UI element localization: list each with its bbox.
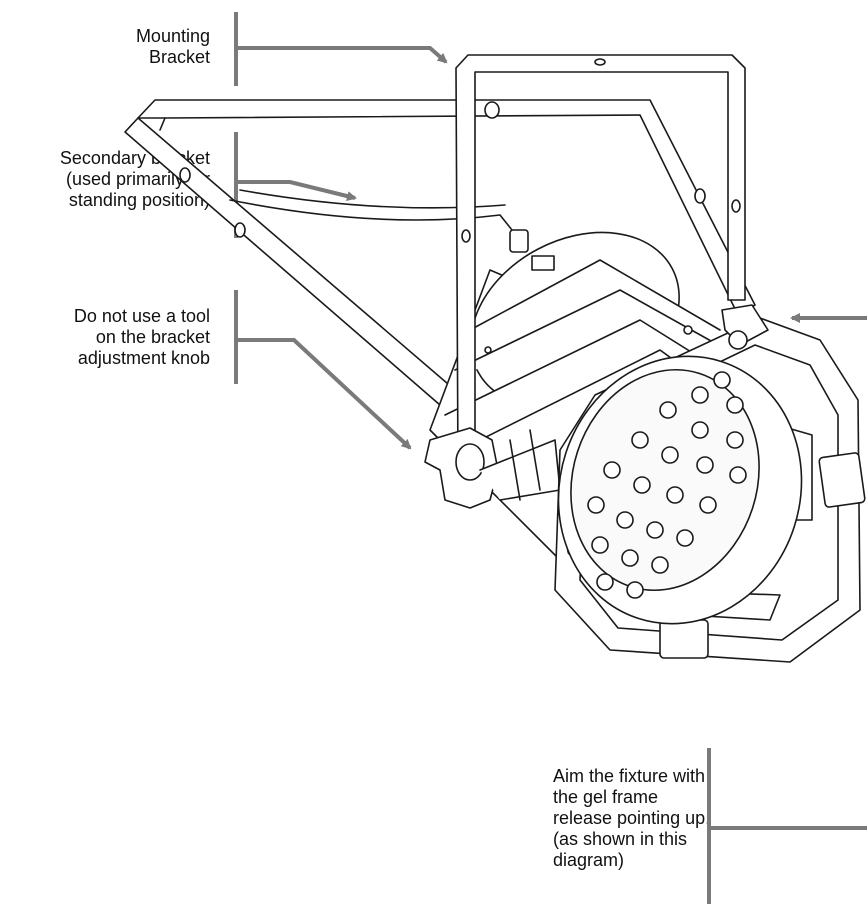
led: [729, 466, 747, 484]
screw: [683, 325, 693, 335]
led: [587, 496, 605, 514]
led: [591, 536, 609, 554]
led: [626, 581, 644, 599]
led: [696, 456, 714, 474]
led: [651, 556, 669, 574]
led: [691, 421, 709, 439]
led: [713, 371, 731, 389]
cable-gland: [509, 229, 529, 253]
callout-mounting: [234, 12, 448, 86]
led: [646, 521, 664, 539]
bracket-hole: [731, 199, 741, 213]
led: [661, 446, 679, 464]
adjustment-knob: [424, 427, 561, 509]
led: [621, 549, 639, 567]
bracket-hole: [694, 188, 706, 204]
label-plate: [531, 255, 555, 271]
screw: [484, 346, 492, 354]
mounting-bracket-label: Mounting Bracket: [135, 26, 210, 67]
bracket-hole: [234, 222, 246, 238]
callout-knob: [234, 290, 412, 450]
bracket-hole: [179, 167, 191, 183]
led: [633, 476, 651, 494]
led: [616, 511, 634, 529]
led: [726, 431, 744, 449]
aim-fixture-label: Aim the fixture with the gel frame relea…: [553, 766, 711, 870]
bracket-hole: [461, 229, 471, 243]
bracket-hole: [484, 101, 500, 119]
led: [596, 573, 614, 591]
led: [676, 529, 694, 547]
led: [631, 431, 649, 449]
callout-aim: [707, 748, 867, 904]
par-fixture-illustration: [124, 54, 866, 663]
led: [691, 386, 709, 404]
led: [666, 486, 684, 504]
no-tool-warning-label: Do not use a tool on the bracket adjustm…: [73, 306, 210, 368]
led: [699, 496, 717, 514]
led: [726, 396, 744, 414]
led: [603, 461, 621, 479]
bracket-hole: [594, 58, 606, 66]
led: [659, 401, 677, 419]
led-array: [557, 355, 803, 625]
power-cable: [229, 199, 521, 241]
